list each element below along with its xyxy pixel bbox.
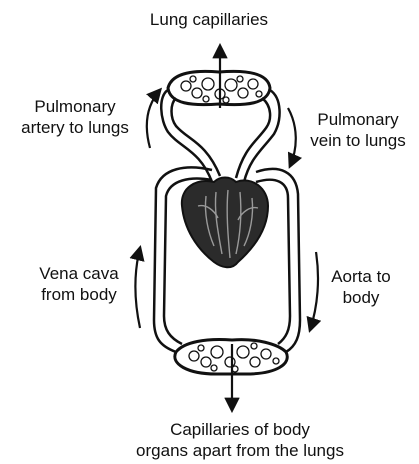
- label-aorta-line2: body: [312, 287, 410, 308]
- label-pulmonary-vein-line1: Pulmonary: [297, 109, 419, 130]
- label-vena-cava-line2: from body: [18, 284, 140, 305]
- pulmonary-vein-flow-arrow: [288, 108, 296, 166]
- label-pulmonary-artery-line1: Pulmonary: [0, 96, 150, 117]
- label-lung-capillaries: Lung capillaries: [109, 9, 309, 30]
- label-aorta-line1: Aorta to: [312, 266, 410, 287]
- label-pulmonary-artery-line2: artery to lungs: [0, 117, 150, 138]
- label-pulmonary-artery: Pulmonary artery to lungs: [0, 96, 150, 138]
- label-body-capillaries: Capillaries of body organs apart from th…: [90, 419, 390, 461]
- heart: [182, 178, 268, 268]
- label-aorta: Aorta to body: [312, 266, 410, 308]
- label-vena-cava: Vena cava from body: [18, 263, 140, 305]
- label-pulmonary-vein-line2: vein to lungs: [297, 130, 419, 151]
- label-body-capillaries-line2: organs apart from the lungs: [90, 440, 390, 461]
- label-vena-cava-line1: Vena cava: [18, 263, 140, 284]
- label-body-capillaries-line1: Capillaries of body: [90, 419, 390, 440]
- label-lung-capillaries-text: Lung capillaries: [109, 9, 309, 30]
- label-pulmonary-vein: Pulmonary vein to lungs: [297, 109, 419, 151]
